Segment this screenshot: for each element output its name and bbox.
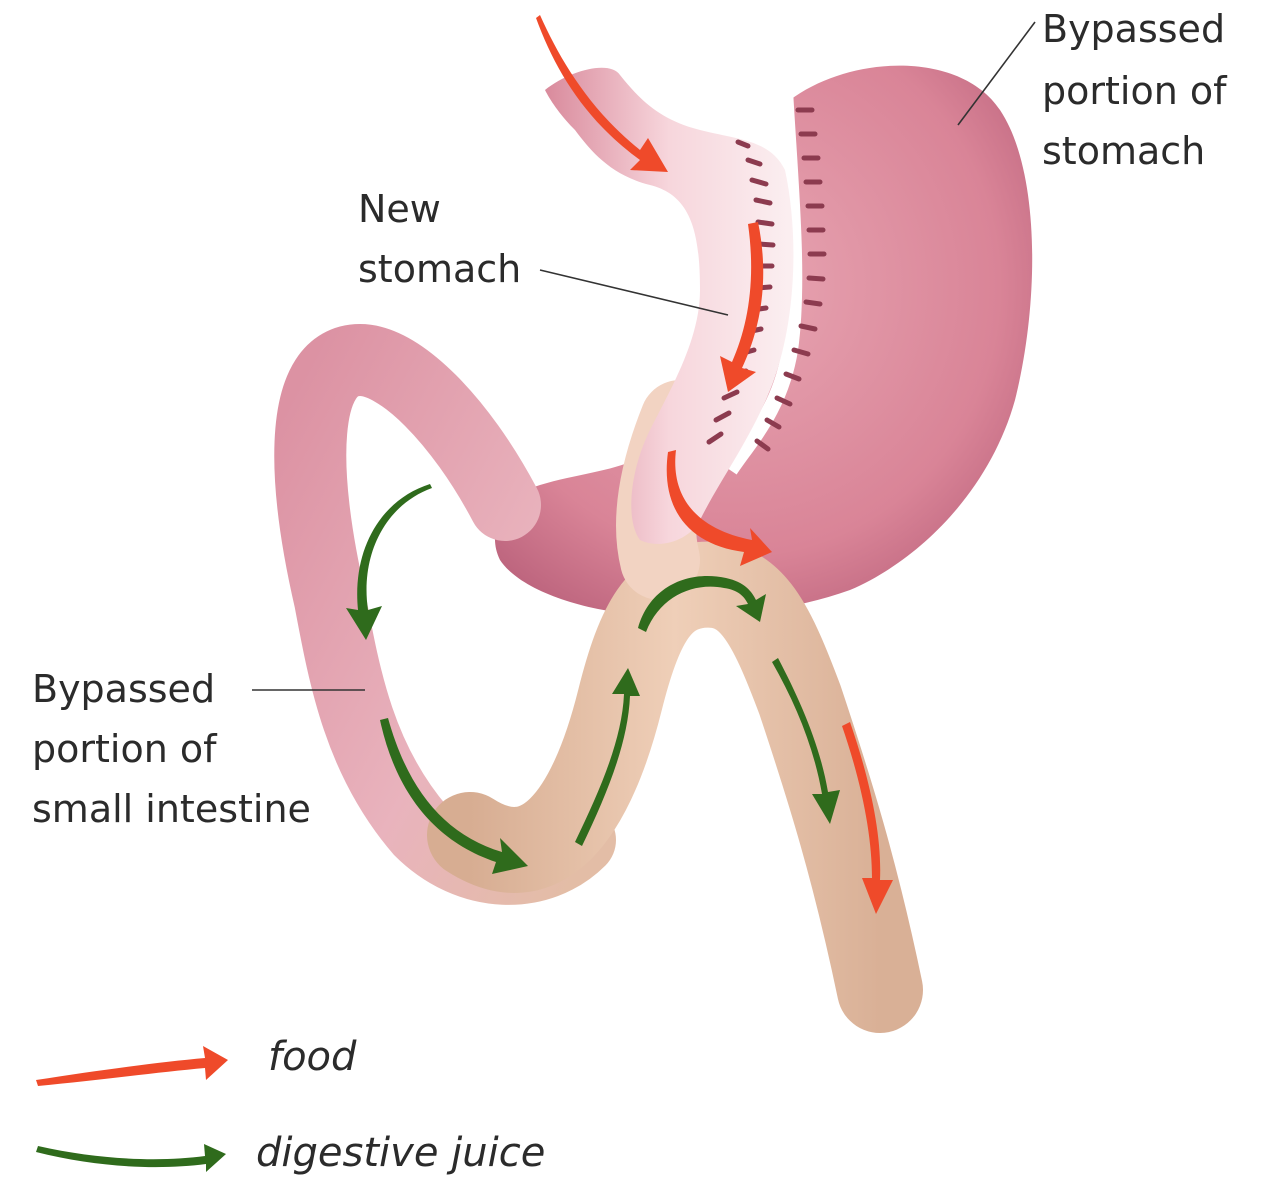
food-arrow-esophagus bbox=[536, 15, 668, 172]
leader-bypassed-stomach bbox=[957, 21, 1036, 126]
juice-arrow-descending bbox=[772, 658, 840, 824]
food-flow-arrows bbox=[536, 15, 893, 914]
juice-arrow-rising bbox=[575, 668, 640, 846]
food-arrow-intestine bbox=[842, 722, 893, 914]
label-new-stomach: New stomach bbox=[358, 187, 521, 291]
legend-food-label: food bbox=[268, 1034, 357, 1080]
legend-juice-arrow bbox=[36, 1144, 226, 1172]
small-intestine-limb bbox=[427, 541, 923, 1033]
juice-arrow-bend bbox=[638, 575, 766, 632]
juice-arrow-loop-top bbox=[346, 484, 432, 640]
digestive-juice-arrows bbox=[346, 484, 840, 874]
staple-line-gap bbox=[723, 89, 803, 475]
food-arrow-pouch bbox=[720, 222, 764, 392]
juice-arrow-loop-bottom bbox=[380, 718, 528, 874]
new-stomach-pouch bbox=[545, 67, 794, 544]
food-arrow-junction bbox=[666, 450, 772, 566]
leader-new-stomach bbox=[539, 269, 729, 316]
label-bypassed-stomach: Bypassed portion of stomach bbox=[1042, 7, 1239, 173]
legend-food-arrow bbox=[36, 1046, 228, 1086]
legend: food digestive juice bbox=[36, 1034, 545, 1176]
label-bypassed-intestine: Bypassed portion of small intestine bbox=[32, 667, 311, 831]
stomach-staples bbox=[754, 107, 827, 452]
legend-juice-label: digestive juice bbox=[256, 1130, 545, 1176]
